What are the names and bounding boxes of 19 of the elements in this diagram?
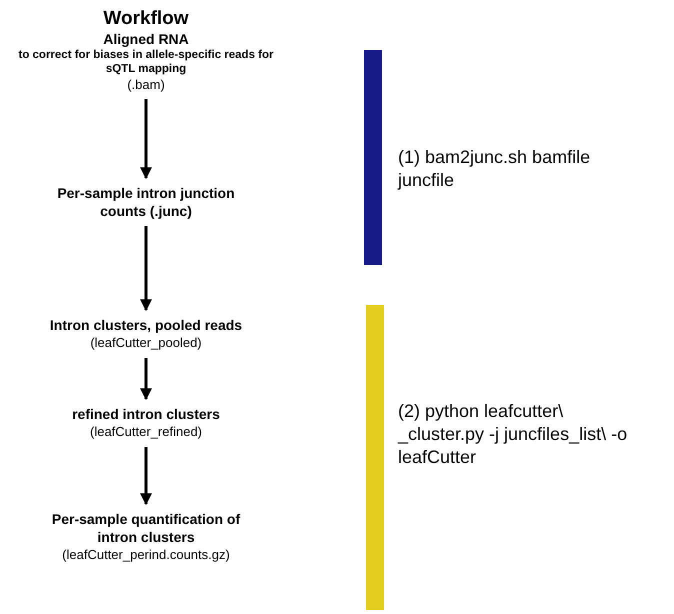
arrow [140, 99, 152, 180]
step-text: Intron clusters, pooled reads [48, 316, 244, 334]
step-text: refined intron clusters [71, 405, 221, 423]
step-text: (.bam) [126, 76, 166, 93]
step-text: Per-sample quantification of intron clusters [50, 510, 242, 546]
step-text: (leafCutter_pooled) [89, 334, 203, 352]
step-text: (leafCutter_perind.counts.gz) [61, 546, 231, 564]
command-text: (1) bam2junc.sh bamfile juncfile [398, 146, 592, 192]
arrow [140, 447, 152, 506]
arrow [140, 226, 152, 312]
vertical-bar [366, 305, 384, 610]
step-text: to correct for biases in allele-specific reads for sQTL mapping [17, 48, 274, 76]
title: Workflow [102, 8, 190, 30]
arrow [140, 358, 152, 400]
step-text: Aligned RNA [102, 31, 190, 48]
vertical-bar [364, 50, 382, 265]
step-text: (leafCutter_refined) [89, 423, 203, 441]
command-text: (2) python leafcutter\ _cluster.py -j juncfiles_list\ -o leafCutter [398, 400, 628, 469]
step-text: Per-sample intron junction counts (.junc) [56, 184, 236, 220]
